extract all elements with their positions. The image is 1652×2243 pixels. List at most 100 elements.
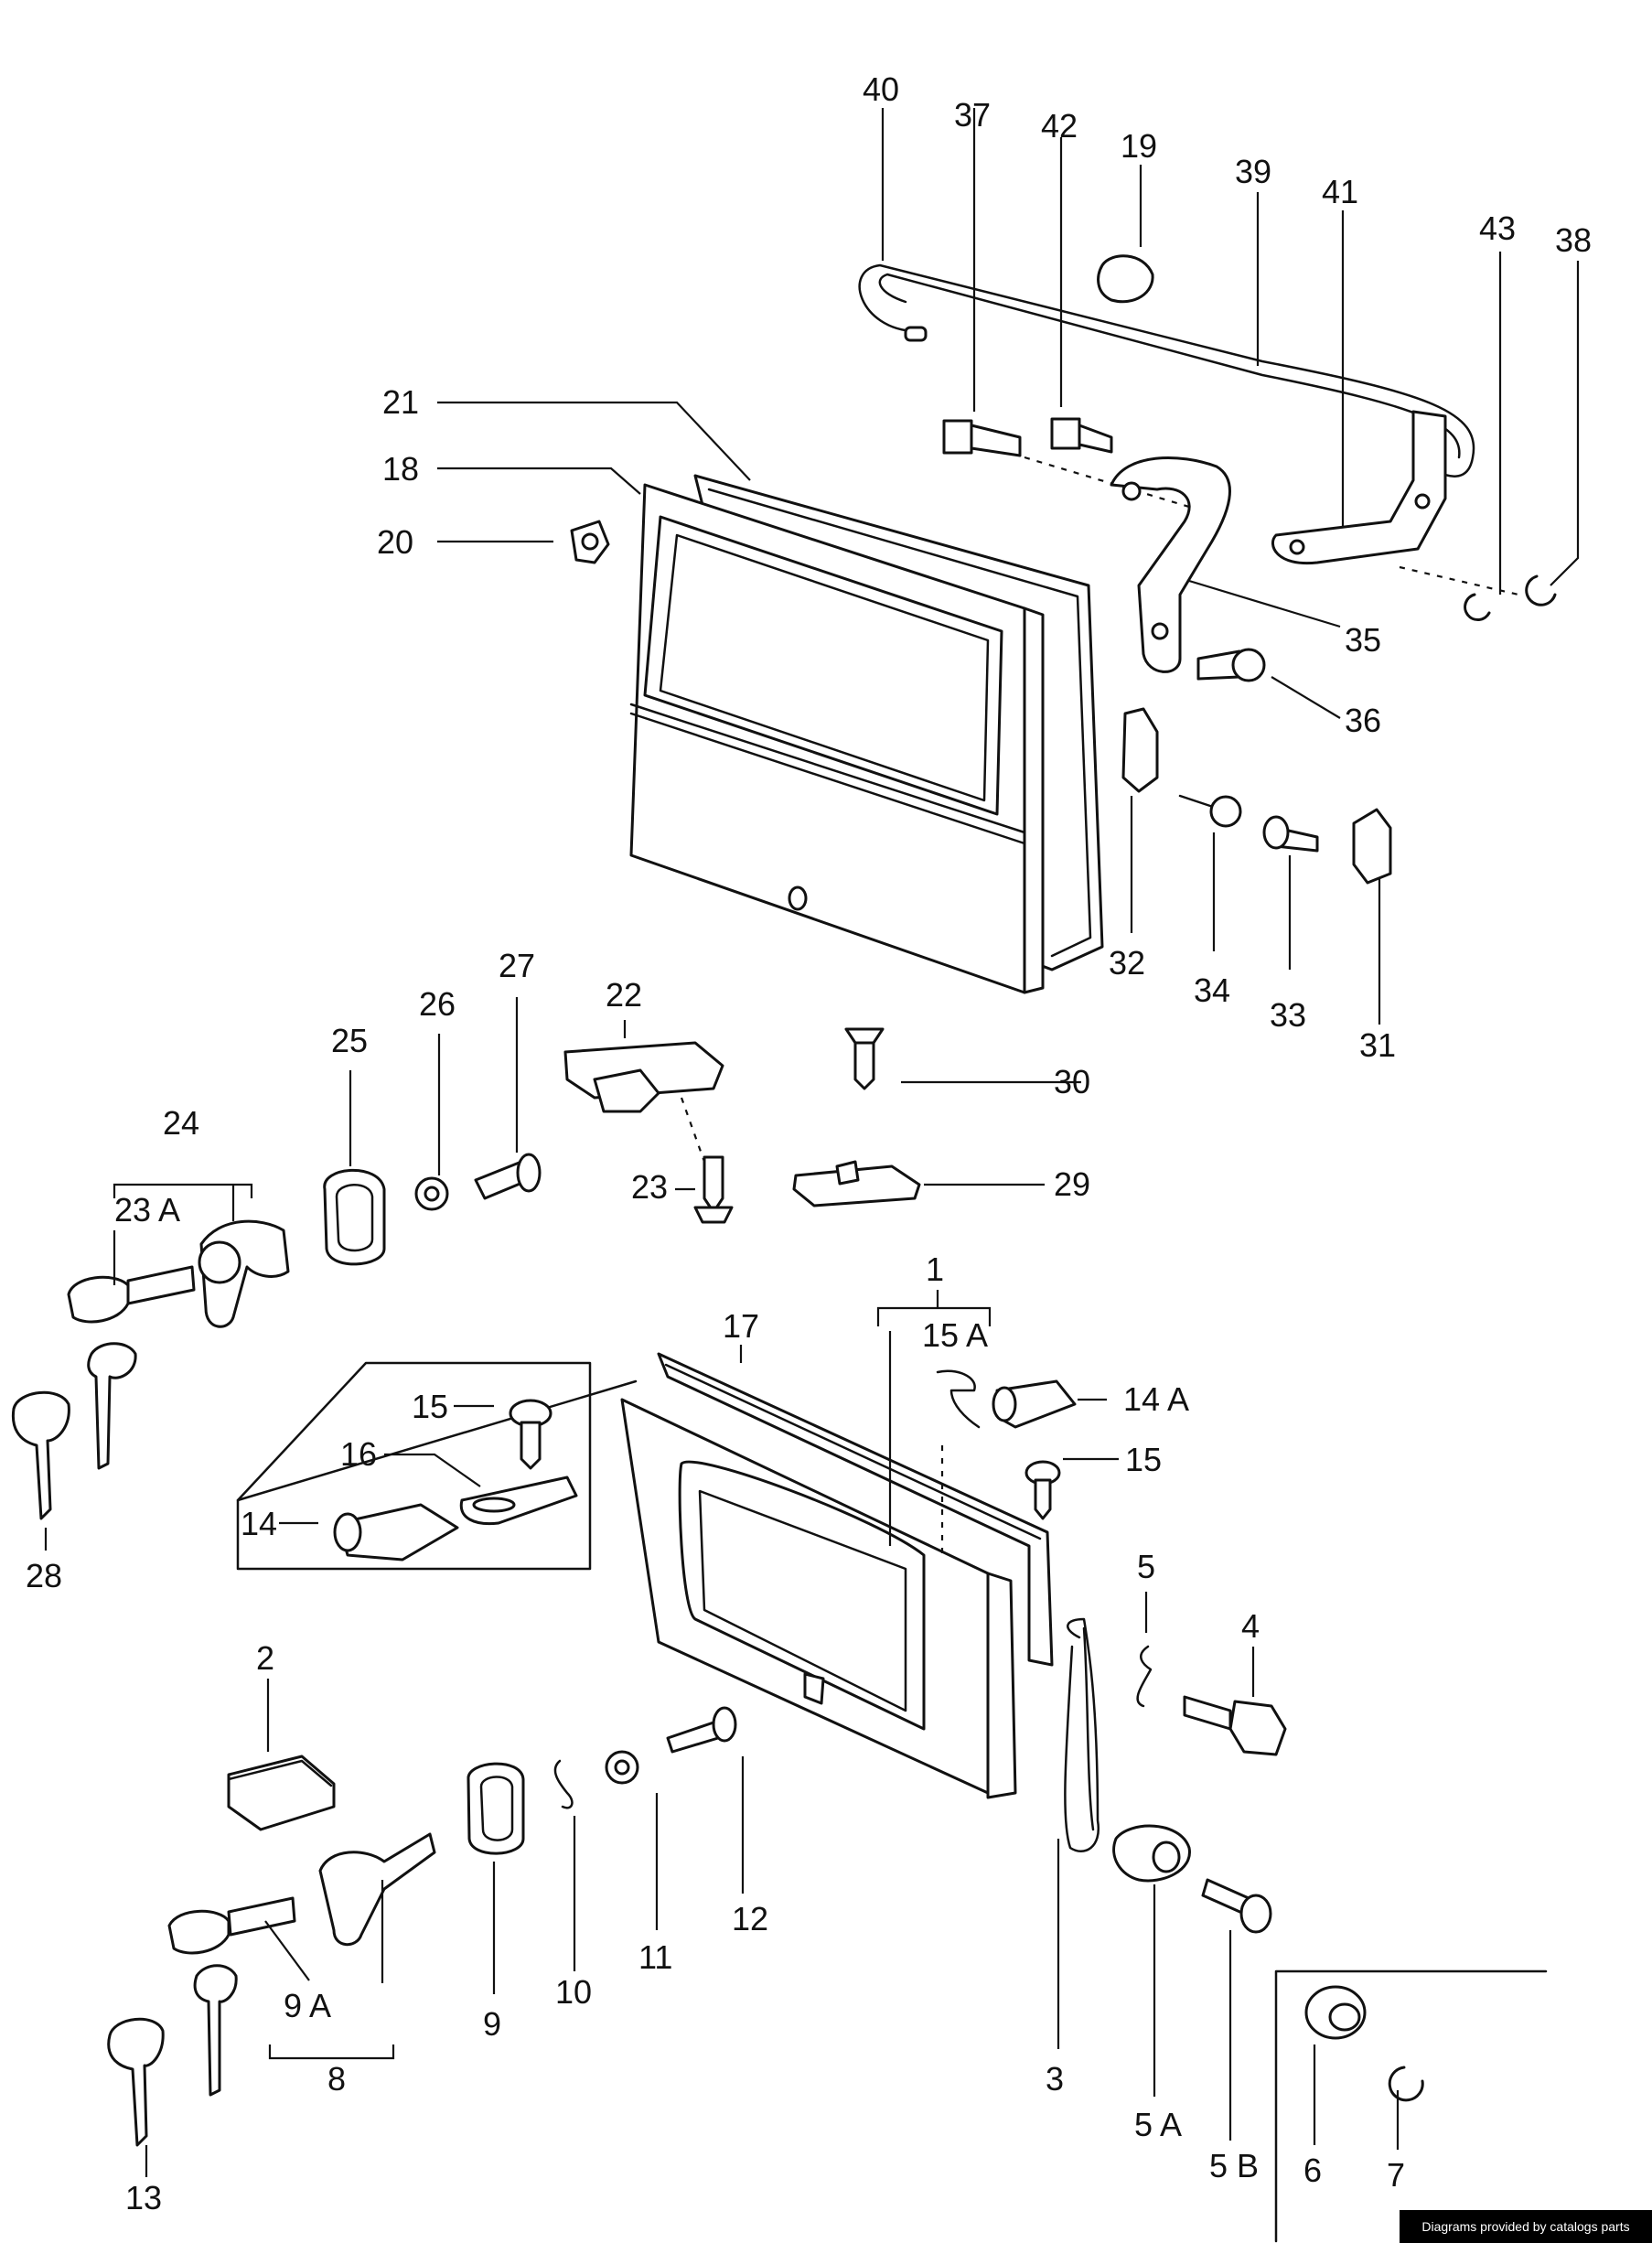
cable-clip bbox=[1097, 254, 1154, 304]
inset-pointer bbox=[236, 1379, 638, 1502]
lower-lock-housing bbox=[318, 1832, 436, 1947]
retaining-ring bbox=[1525, 574, 1557, 606]
pivot-pin-head bbox=[1239, 1894, 1272, 1934]
hinge-arm bbox=[1110, 456, 1231, 673]
upper-tailgate-side bbox=[1023, 606, 1045, 994]
lock-axis bbox=[680, 1097, 706, 1163]
callout-35: 35 bbox=[1345, 621, 1381, 659]
callout-32: 32 bbox=[1109, 944, 1145, 982]
release-handle-top bbox=[227, 1759, 333, 1787]
striker bbox=[1121, 707, 1159, 793]
lock-key-2 bbox=[87, 1342, 137, 1470]
rubber-grommet-inner bbox=[1328, 2002, 1361, 2032]
callout-10: 10 bbox=[555, 1973, 592, 2011]
spare-key bbox=[107, 2017, 165, 2147]
callout-7: 7 bbox=[1387, 2156, 1405, 2194]
upper-tailgate-window bbox=[643, 515, 1003, 816]
check-strap-cable-2 bbox=[1082, 1626, 1095, 1831]
callout-19: 19 bbox=[1121, 127, 1157, 165]
inset-plate-slot bbox=[472, 1497, 516, 1513]
hinge-plate-pin bbox=[992, 1386, 1017, 1422]
inset-hinge-pin bbox=[333, 1512, 362, 1552]
oval-screw-head bbox=[1262, 815, 1290, 850]
cylinder-gasket-inner bbox=[335, 1184, 374, 1252]
callout-39: 39 bbox=[1235, 153, 1271, 190]
callout-5a: 5 A bbox=[1134, 2106, 1182, 2143]
lower-tailgate-recess bbox=[678, 1460, 926, 1731]
upper-tailgate-window-inner bbox=[659, 533, 990, 802]
callout-5b: 5 B bbox=[1209, 2147, 1259, 2184]
lower-tailgate-recess-inner bbox=[698, 1489, 907, 1712]
countersunk-screw bbox=[844, 1027, 885, 1090]
callout-9a: 9 A bbox=[284, 1987, 331, 2024]
hinge-bracket bbox=[1271, 410, 1447, 565]
callout-30: 30 bbox=[1054, 1063, 1090, 1100]
tailgate-seal-inner bbox=[707, 488, 1092, 958]
lock-pin-head bbox=[516, 1153, 542, 1193]
callout-33: 33 bbox=[1270, 996, 1306, 1034]
callout-18: 18 bbox=[382, 450, 419, 488]
lock-cylinder-key bbox=[126, 1265, 196, 1305]
callout-22: 22 bbox=[606, 976, 642, 1014]
lower-lock-barrel bbox=[227, 1896, 296, 1937]
callout-1: 1 bbox=[926, 1250, 944, 1288]
callout-14a: 14 A bbox=[1123, 1380, 1189, 1418]
callout-23: 23 bbox=[631, 1168, 668, 1206]
callout-labels: 40 37 42 19 39 41 43 38 21 18 20 35 36 3… bbox=[26, 70, 1592, 2216]
tailgate-lock-hole bbox=[788, 885, 808, 911]
lock-cylinder-face bbox=[198, 1240, 241, 1284]
hinge-arm-hole-2 bbox=[1151, 622, 1169, 640]
retaining-spring-clip bbox=[936, 1369, 981, 1429]
callout-15-inset: 15 bbox=[412, 1388, 448, 1425]
callout-25: 25 bbox=[331, 1022, 368, 1059]
callout-40: 40 bbox=[863, 70, 899, 108]
callout-28: 28 bbox=[26, 1557, 62, 1594]
callout-12: 12 bbox=[732, 1900, 768, 1937]
tapping-screw-head bbox=[1209, 795, 1242, 828]
shoulder-bolt-head bbox=[712, 1706, 737, 1743]
hinge-screw-head bbox=[1231, 648, 1266, 682]
callout-6: 6 bbox=[1303, 2152, 1322, 2189]
lower-key-2 bbox=[193, 1964, 238, 2097]
callout-21: 21 bbox=[382, 383, 419, 421]
callout-20: 20 bbox=[377, 523, 413, 561]
callout-26: 26 bbox=[419, 985, 456, 1023]
check-strap-cable bbox=[1064, 1617, 1100, 1852]
callout-4: 4 bbox=[1241, 1607, 1260, 1645]
callout-2: 2 bbox=[256, 1639, 274, 1677]
shoulder-bolt bbox=[666, 1721, 720, 1754]
callout-43: 43 bbox=[1479, 209, 1516, 247]
callout-14: 14 bbox=[241, 1505, 277, 1542]
callout-31: 31 bbox=[1359, 1026, 1396, 1064]
inset-screw bbox=[520, 1421, 542, 1470]
callout-41: 41 bbox=[1322, 173, 1358, 210]
lock-washer-hole bbox=[424, 1186, 440, 1202]
tailgate-lock-body bbox=[593, 1068, 660, 1113]
upper-tailgate-crease2 bbox=[629, 712, 1026, 845]
lower-tailgate-seal bbox=[657, 1352, 1054, 1667]
callout-3: 3 bbox=[1046, 2060, 1064, 2098]
callout-42: 42 bbox=[1041, 107, 1078, 145]
callout-16: 16 bbox=[340, 1435, 377, 1473]
callout-5: 5 bbox=[1137, 1548, 1155, 1585]
upper-tailgate-crease bbox=[629, 703, 1026, 834]
striker-bracket-pin bbox=[835, 1160, 860, 1186]
callout-15-lower: 15 bbox=[1125, 1441, 1162, 1478]
lower-key-bow bbox=[167, 1909, 231, 1955]
callout-36: 36 bbox=[1345, 702, 1381, 739]
hex-bolt bbox=[1183, 1695, 1232, 1731]
striker-bracket bbox=[792, 1164, 921, 1207]
release-cable bbox=[858, 263, 1475, 478]
lock-screw bbox=[703, 1155, 724, 1214]
ignition-key bbox=[11, 1390, 70, 1520]
handle-washer-hole bbox=[614, 1759, 630, 1776]
lower-tailgate-seal-inner bbox=[664, 1363, 1042, 1540]
hinge-bolt bbox=[942, 419, 1022, 457]
callout-11: 11 bbox=[638, 1938, 672, 1976]
release-cable-2 bbox=[878, 273, 1461, 459]
hex-bolt-head bbox=[1228, 1700, 1287, 1756]
callout-8: 8 bbox=[327, 2060, 346, 2098]
inset-box bbox=[236, 1361, 592, 1571]
handle-gasket-inner bbox=[479, 1776, 514, 1841]
